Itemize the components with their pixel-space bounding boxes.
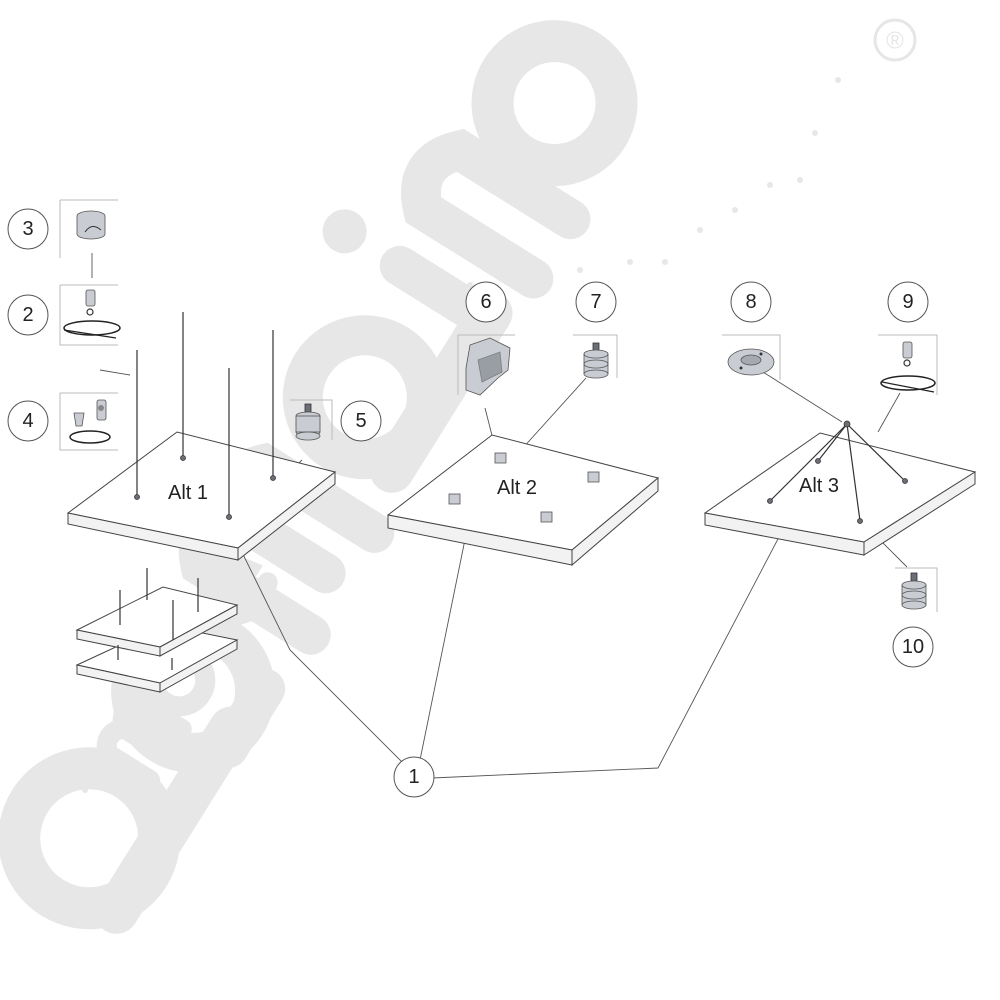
stacked-panels — [75, 568, 239, 693]
part-3-thumbnail — [59, 199, 118, 258]
svg-text:10: 10 — [902, 636, 924, 658]
panel-alt-1: Alt 1 — [66, 312, 337, 562]
callout-2: 2 — [7, 294, 49, 336]
part-2-thumbnail — [59, 284, 121, 346]
svg-text:5: 5 — [355, 410, 366, 432]
grid-clamp-icon — [448, 452, 600, 523]
part-7-thumbnail — [573, 334, 618, 379]
grid-clamp-bracket-icon — [465, 337, 511, 396]
panel-label-alt-3: Alt 3 — [799, 475, 839, 497]
panel-label-alt-2: Alt 2 — [497, 477, 537, 499]
registered-mark: ® — [873, 18, 917, 62]
callout-5: 5 — [340, 400, 382, 442]
part-5-thumbnail — [290, 399, 333, 441]
callout-1: 1 — [393, 756, 435, 798]
panel-label-alt-1: Alt 1 — [168, 482, 208, 504]
panel-alt-2: Alt 2 — [386, 434, 660, 567]
ceiling-cup-icon — [76, 210, 106, 240]
part-10-thumbnail — [895, 567, 938, 612]
callout-3: 3 — [7, 208, 49, 250]
part-9-thumbnail — [878, 334, 938, 395]
svg-text:4: 4 — [22, 410, 33, 432]
svg-text:®: ® — [886, 28, 904, 55]
damper-icon — [295, 403, 321, 441]
panel-alt-3: Alt 3 — [703, 420, 977, 556]
callout-4: 4 — [7, 400, 49, 442]
part-4-thumbnail — [59, 392, 118, 451]
damper-icon — [901, 572, 927, 610]
wire-hook-icon — [880, 341, 936, 393]
wire-hook-icon — [63, 289, 121, 339]
svg-text:6: 6 — [480, 291, 491, 313]
callout-6: 6 — [465, 281, 507, 323]
svg-text:9: 9 — [902, 291, 913, 313]
callout-10: 10 — [892, 626, 934, 668]
svg-text:7: 7 — [590, 291, 601, 313]
callout-8: 8 — [730, 281, 772, 323]
damper-icon — [583, 342, 609, 379]
svg-text:1: 1 — [408, 766, 419, 788]
ceiling-plate-icon — [727, 348, 775, 376]
svg-text:3: 3 — [22, 218, 33, 240]
svg-text:8: 8 — [745, 291, 756, 313]
callout-7: 7 — [575, 281, 617, 323]
part-6-thumbnail — [457, 334, 515, 396]
spring-clip-icon — [69, 399, 111, 444]
part-8-thumbnail — [722, 334, 781, 380]
svg-text:2: 2 — [22, 304, 33, 326]
callout-9: 9 — [887, 281, 929, 323]
